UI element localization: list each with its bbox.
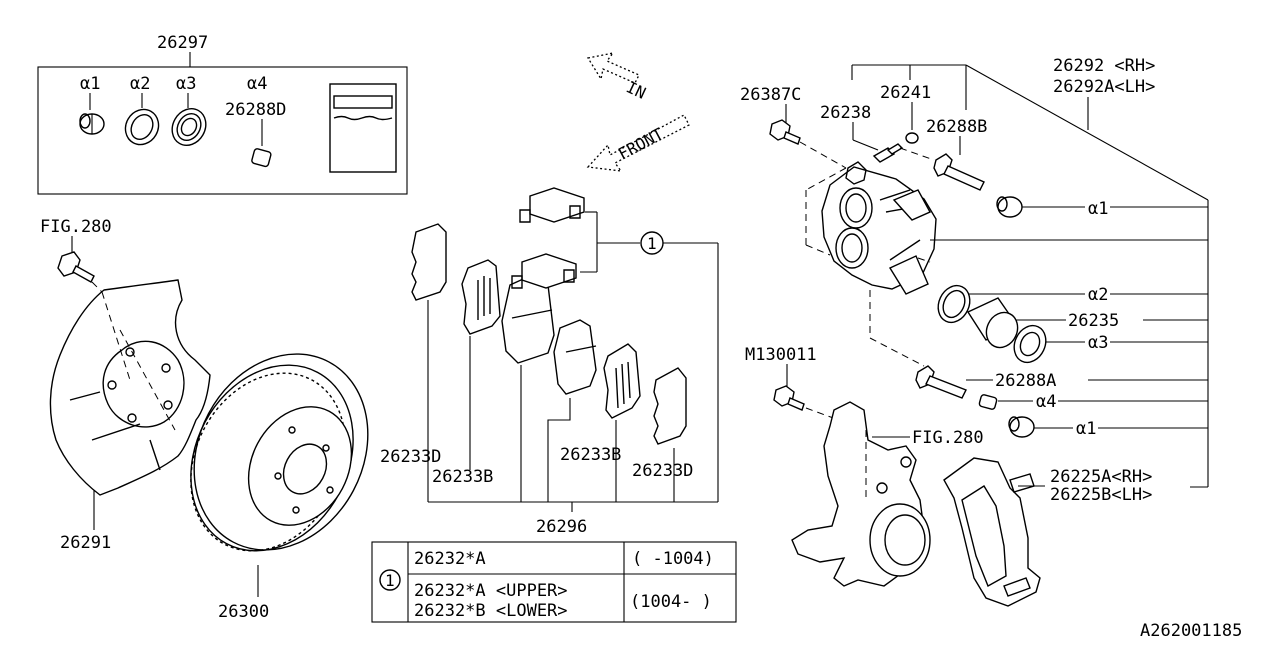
- piston-seal-icon: [937, 284, 971, 324]
- pad-shim-left-label[interactable]: 26233D: [380, 447, 441, 467]
- backing-plate-label[interactable]: 26291: [60, 533, 111, 553]
- guide-pin-lower-label[interactable]: 26288A: [995, 371, 1056, 391]
- pad-shim-right[interactable]: [653, 367, 687, 445]
- caliper-bolt-label[interactable]: 26387C: [740, 85, 801, 105]
- circle-ref-1[interactable]: 1: [640, 231, 664, 255]
- boot-a1-lower-label[interactable]: α1: [1076, 419, 1096, 439]
- kit-sleeve-pin-icon: [251, 148, 272, 168]
- part-number-table: 1 26232*A ( -1004) 26232*A <UPPER> 26232…: [371, 541, 737, 623]
- kit-item-a4-label: α4: [247, 74, 267, 94]
- pad-shim-right-label[interactable]: 26233D: [632, 461, 693, 481]
- kit-number-label: 26297: [157, 33, 208, 53]
- bleeder-label[interactable]: 26238: [820, 103, 871, 123]
- splash-bolt-icon: [57, 251, 95, 283]
- bleeder-cap-icon: [905, 132, 919, 144]
- in-arrow-label: IN: [623, 77, 648, 102]
- pad-backing-left[interactable]: [461, 259, 501, 335]
- pad-right-label[interactable]: 26233B: [560, 445, 621, 465]
- kit-item-a3-label: α3: [176, 74, 196, 94]
- table-row2-range: (1004- ): [630, 592, 712, 612]
- bleeder-cap-label[interactable]: 26241: [880, 83, 931, 103]
- brake-backing-plate[interactable]: [49, 279, 211, 496]
- caliper-bolt-icon: [769, 119, 801, 145]
- boot-a1-upper-label[interactable]: α1: [1088, 199, 1108, 219]
- table-row1-part: 26232*A: [414, 549, 486, 569]
- kit-26297[interactable]: 26297 α1 α2 α3 α4 26288D: [37, 33, 408, 195]
- kit-box: [37, 66, 408, 195]
- support-bolt-icon: [773, 385, 805, 411]
- guide-pin-upper-label[interactable]: 26288B: [926, 117, 987, 137]
- kit-item-a1-label: α1: [80, 74, 100, 94]
- guide-pin-upper-icon: [933, 153, 985, 191]
- pad-clip-upper[interactable]: [519, 187, 585, 223]
- steering-knuckle[interactable]: [791, 401, 931, 587]
- dust-boot-lower-icon: [1008, 416, 1035, 438]
- bolt-m-label[interactable]: M130011: [745, 345, 817, 365]
- caliper-rh-label[interactable]: 26292 <RH>: [1053, 56, 1155, 76]
- guide-pin-lower-icon: [915, 365, 967, 399]
- caliper-piston-icon: [966, 297, 1019, 349]
- front-direction-arrow: FRONT: [586, 114, 690, 172]
- rotor-label[interactable]: 26300: [218, 602, 269, 622]
- kit-grease-pouch-icon: [329, 83, 397, 173]
- fig280-top-label[interactable]: FIG.280: [40, 217, 112, 237]
- caliper-lh-label[interactable]: 26292A<LH>: [1053, 77, 1155, 97]
- seal-a2-label[interactable]: α2: [1088, 285, 1108, 305]
- kit-pin-label: 26288D: [225, 100, 286, 120]
- kit-item-a2-label: α2: [130, 74, 150, 94]
- support-rh-label[interactable]: 26225A<RH>: [1050, 467, 1152, 487]
- table-ref-label: 1: [385, 571, 395, 590]
- pad-left-label[interactable]: 26233B: [432, 467, 493, 487]
- pad-set-label[interactable]: 26296: [536, 517, 587, 537]
- table-ref-circle: [379, 569, 401, 591]
- in-direction-arrow: IN: [586, 52, 649, 103]
- kit-piston-seal-icon: [124, 108, 160, 146]
- fig280-knuckle-label[interactable]: FIG.280: [912, 428, 984, 448]
- circle-ref-1-label: 1: [647, 234, 657, 253]
- brake-rotor[interactable]: [159, 323, 401, 580]
- boot-a3-label[interactable]: α3: [1088, 333, 1108, 353]
- support-lh-label[interactable]: 26225B<LH>: [1050, 485, 1152, 505]
- brake-caliper-body[interactable]: [821, 161, 937, 295]
- bleeder-screw-icon: [872, 143, 904, 163]
- caliper-support-bracket[interactable]: [943, 457, 1041, 607]
- dust-boot-upper-icon: [996, 196, 1023, 218]
- table-row2-part-lower: 26232*B <LOWER>: [414, 601, 568, 621]
- front-arrow-label: FRONT: [615, 124, 667, 164]
- pad-clip-lower[interactable]: [511, 253, 577, 289]
- brake-pad-right[interactable]: [553, 319, 597, 395]
- kit-dust-boot-icon: [79, 113, 105, 135]
- piston-label[interactable]: 26235: [1068, 311, 1119, 331]
- pin-a4-label[interactable]: α4: [1036, 392, 1056, 412]
- pad-backing-right[interactable]: [603, 343, 641, 419]
- piston-boot-icon: [1013, 324, 1047, 364]
- sleeve-pin-icon: [978, 394, 998, 410]
- table-row2-part-upper: 26232*A <UPPER>: [414, 581, 568, 601]
- kit-piston-boot-icon: [171, 108, 207, 146]
- pad-shim-left[interactable]: [411, 223, 447, 301]
- drawing-code-label: A262001185: [1140, 621, 1242, 640]
- table-row1-range: ( -1004): [632, 549, 714, 569]
